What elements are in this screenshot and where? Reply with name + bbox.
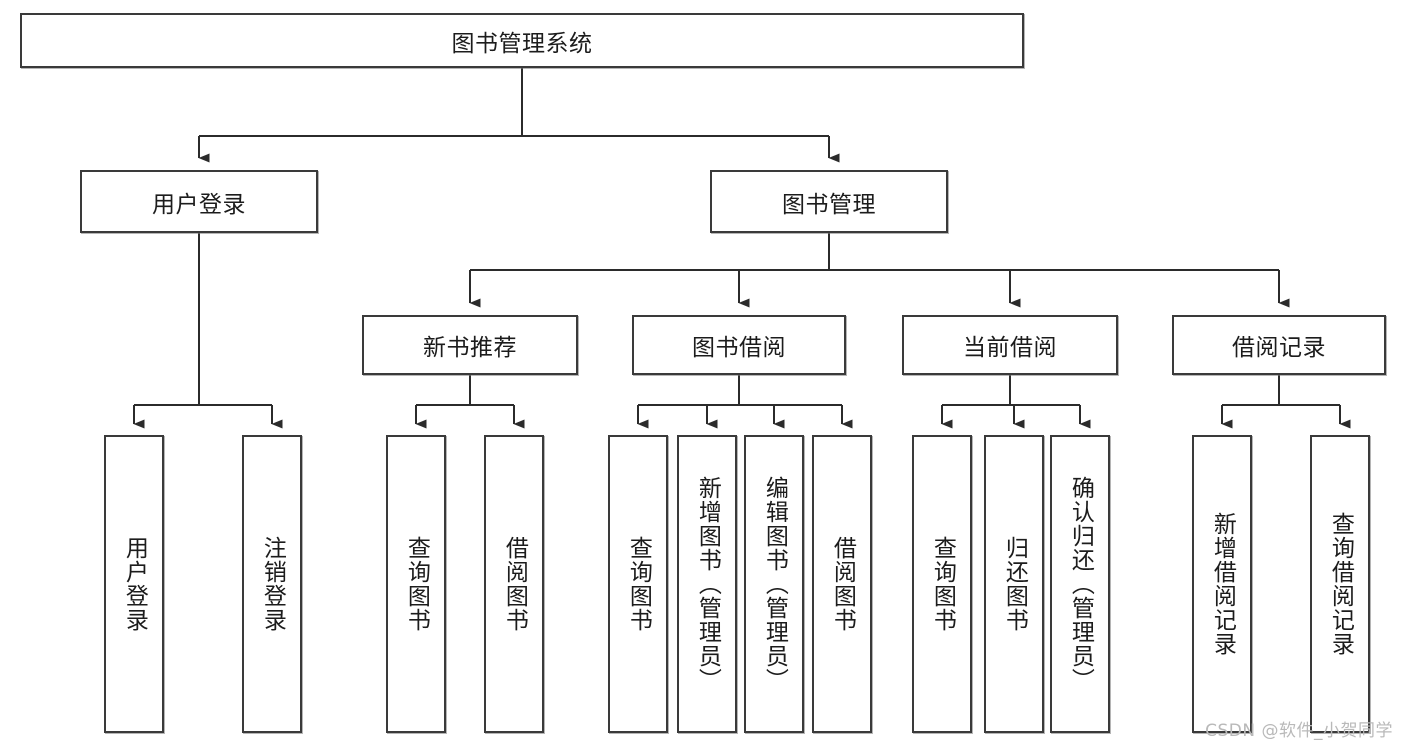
node-label-0: 新书推荐 — [423, 335, 517, 361]
leaf-node-4[interactable]: 查询图书 — [608, 435, 668, 733]
node-label-2: 当前借阅 — [963, 335, 1057, 361]
leaf-node-10[interactable]: 确认归还（管理员） — [1050, 435, 1110, 733]
leaf-node-label-2: 查询图书 — [403, 536, 430, 632]
watermark-text: CSDN @软件_小贺同学 — [1205, 721, 1393, 741]
leaf-node-label-5: 新增图书（管理员） — [694, 476, 721, 692]
node-root-system[interactable]: 图书管理系统 — [20, 13, 1024, 68]
leaf-node-label-10: 确认归还（管理员） — [1067, 476, 1094, 692]
leaf-node-9[interactable]: 归还图书 — [984, 435, 1044, 733]
node-root-label: 图书管理系统 — [451, 30, 593, 57]
leaf-node-0[interactable]: 用户登录 — [104, 435, 164, 733]
node-1[interactable]: 图书管理 — [710, 170, 948, 233]
node-label-1: 图书借阅 — [692, 335, 786, 361]
node-2[interactable]: 当前借阅 — [902, 315, 1118, 375]
leaf-node-12[interactable]: 查询借阅记录 — [1310, 435, 1370, 733]
leaf-node-11[interactable]: 新增借阅记录 — [1192, 435, 1252, 733]
leaf-node-6[interactable]: 编辑图书（管理员） — [744, 435, 804, 733]
leaf-node-8[interactable]: 查询图书 — [912, 435, 972, 733]
leaf-node-label-6: 编辑图书（管理员） — [761, 476, 788, 692]
leaf-node-label-7: 借阅图书 — [829, 536, 856, 632]
leaf-node-label-0: 用户登录 — [121, 536, 148, 632]
leaf-node-label-9: 归还图书 — [1001, 536, 1028, 632]
leaf-node-7[interactable]: 借阅图书 — [812, 435, 872, 733]
leaf-node-label-8: 查询图书 — [929, 536, 956, 632]
leaf-node-1[interactable]: 注销登录 — [242, 435, 302, 733]
node-1[interactable]: 图书借阅 — [632, 315, 846, 375]
leaf-node-label-3: 借阅图书 — [501, 536, 528, 632]
leaf-node-2[interactable]: 查询图书 — [386, 435, 446, 733]
leaf-node-5[interactable]: 新增图书（管理员） — [677, 435, 737, 733]
leaf-node-label-4: 查询图书 — [625, 536, 652, 632]
node-label-3: 借阅记录 — [1232, 335, 1326, 361]
node-3[interactable]: 借阅记录 — [1172, 315, 1386, 375]
leaf-node-label-1: 注销登录 — [259, 536, 286, 632]
leaf-node-3[interactable]: 借阅图书 — [484, 435, 544, 733]
leaf-node-label-11: 新增借阅记录 — [1209, 512, 1236, 656]
node-0[interactable]: 新书推荐 — [362, 315, 578, 375]
leaf-node-label-12: 查询借阅记录 — [1327, 512, 1354, 656]
node-0[interactable]: 用户登录 — [80, 170, 318, 233]
node-label-0: 用户登录 — [152, 191, 246, 218]
node-label-1: 图书管理 — [782, 191, 876, 218]
